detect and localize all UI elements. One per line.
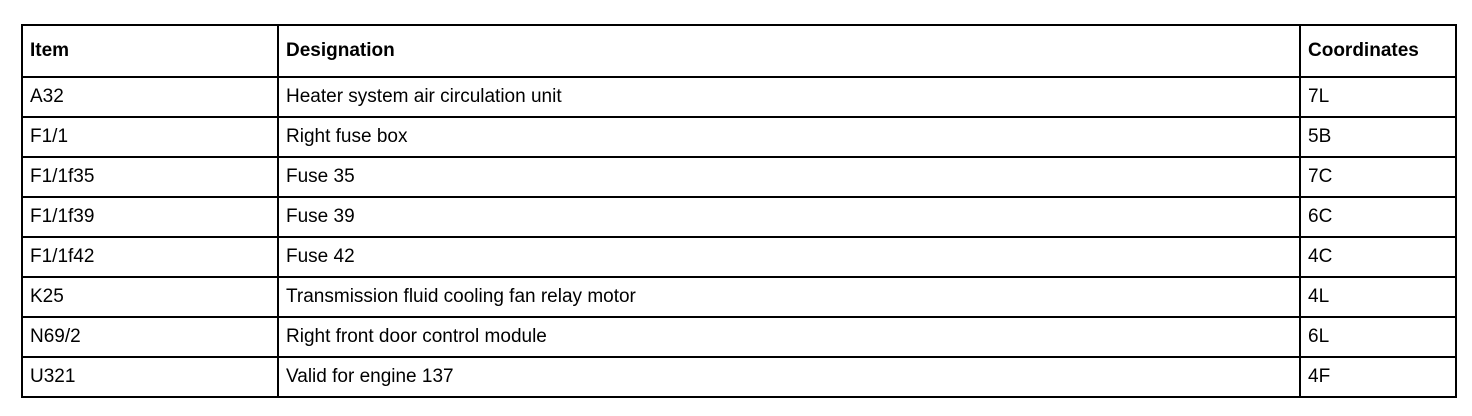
- cell-item: F1/1f35: [21, 156, 279, 198]
- table-header-row: Item Designation Coordinates: [21, 24, 1457, 78]
- table-row: U321 Valid for engine 137 4F: [21, 356, 1457, 398]
- component-table-container: Item Designation Coordinates A32 Heater …: [21, 24, 1457, 398]
- cell-designation: Valid for engine 137: [277, 356, 1301, 398]
- cell-designation: Right fuse box: [277, 116, 1301, 158]
- header-designation: Designation: [277, 24, 1301, 78]
- cell-coordinates: 5B: [1299, 116, 1457, 158]
- cell-designation: Fuse 35: [277, 156, 1301, 198]
- header-item: Item: [21, 24, 279, 78]
- cell-designation: Fuse 42: [277, 236, 1301, 278]
- cell-item: N69/2: [21, 316, 279, 358]
- cell-item: F1/1f42: [21, 236, 279, 278]
- cell-designation: Right front door control module: [277, 316, 1301, 358]
- cell-item: F1/1: [21, 116, 279, 158]
- table-row: K25 Transmission fluid cooling fan relay…: [21, 276, 1457, 318]
- cell-designation: Transmission fluid cooling fan relay mot…: [277, 276, 1301, 318]
- header-coordinates: Coordinates: [1299, 24, 1457, 78]
- table-row: F1/1f35 Fuse 35 7C: [21, 156, 1457, 198]
- cell-coordinates: 4C: [1299, 236, 1457, 278]
- cell-coordinates: 4L: [1299, 276, 1457, 318]
- cell-item: F1/1f39: [21, 196, 279, 238]
- cell-item: K25: [21, 276, 279, 318]
- table-row: A32 Heater system air circulation unit 7…: [21, 76, 1457, 118]
- cell-coordinates: 6C: [1299, 196, 1457, 238]
- component-table: Item Designation Coordinates A32 Heater …: [21, 24, 1457, 398]
- cell-item: U321: [21, 356, 279, 398]
- cell-coordinates: 4F: [1299, 356, 1457, 398]
- table-row: N69/2 Right front door control module 6L: [21, 316, 1457, 358]
- cell-item: A32: [21, 76, 279, 118]
- table-row: F1/1f42 Fuse 42 4C: [21, 236, 1457, 278]
- cell-coordinates: 6L: [1299, 316, 1457, 358]
- cell-designation: Heater system air circulation unit: [277, 76, 1301, 118]
- table-row: F1/1f39 Fuse 39 6C: [21, 196, 1457, 238]
- cell-designation: Fuse 39: [277, 196, 1301, 238]
- table-row: F1/1 Right fuse box 5B: [21, 116, 1457, 158]
- cell-coordinates: 7C: [1299, 156, 1457, 198]
- cell-coordinates: 7L: [1299, 76, 1457, 118]
